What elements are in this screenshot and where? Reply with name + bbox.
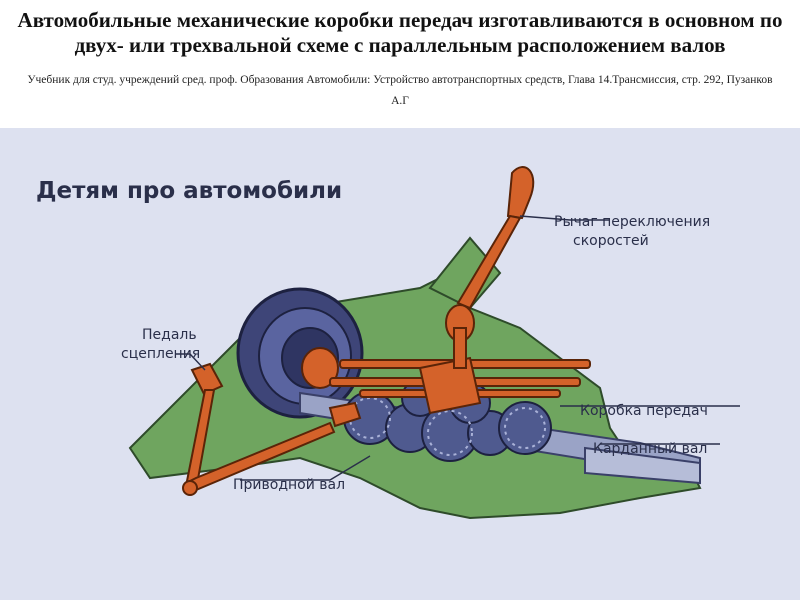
figure-caption: Детям про автомобили	[36, 178, 342, 204]
page-title: Автомобильные механические коробки перед…	[17, 8, 783, 57]
header: Автомобильные механические коробки перед…	[0, 0, 800, 128]
label-clutch-pedal-2: сцепления	[121, 346, 200, 362]
label-shift-lever-2: скоростей	[573, 233, 649, 249]
gearbox-illustration: Детям про автомобили Рычаг переключения …	[0, 128, 800, 600]
gearbox-drawing: Детям про автомобили Рычаг переключения …	[36, 166, 740, 520]
source-citation: Учебник для студ. учреждений сред. проф.…	[27, 74, 773, 107]
label-cardan-shaft: Карданный вал	[593, 441, 707, 457]
label-clutch-pedal-1: Педаль	[142, 327, 197, 343]
label-gearbox: Коробка передач	[580, 403, 708, 419]
shift-lever	[445, 166, 535, 369]
clutch-pedal	[182, 362, 362, 496]
cardan-shaft	[584, 446, 701, 485]
label-shift-lever-1: Рычаг переключения	[554, 214, 710, 230]
shift-rods	[329, 356, 591, 415]
label-drive-shaft: Приводной вал	[233, 477, 345, 493]
